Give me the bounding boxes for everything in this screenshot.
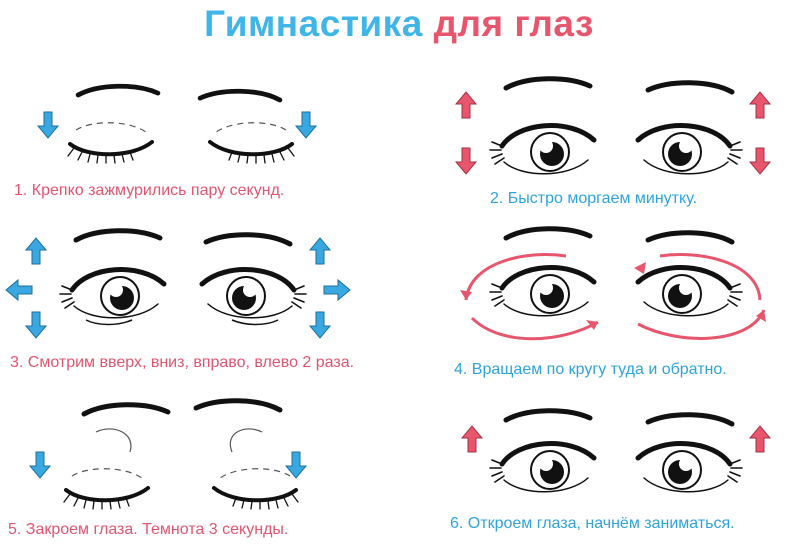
arrow-up-icon: [461, 425, 483, 453]
arrow-up-icon: [309, 237, 331, 265]
title-part-1: Гимнастика: [204, 3, 423, 44]
arrow-up-icon: [749, 91, 771, 119]
arrow-down-icon: [749, 147, 771, 175]
exercise-4-illustration: [460, 229, 766, 341]
arrow-up-icon: [25, 237, 47, 265]
exercise-6-caption: 6. Откроем глаза, начнём заниматься.: [450, 515, 735, 532]
arrow-down-icon: [29, 451, 51, 479]
arrow-down-icon: [285, 451, 307, 479]
circular-arrow-icon: [637, 309, 766, 340]
arrow-down-icon: [295, 111, 317, 139]
arrow-down-icon: [455, 147, 477, 175]
exercise-1-caption: 1. Крепко зажмурились пару секунд.: [14, 182, 285, 199]
exercise-2-illustration: [455, 79, 771, 175]
exercise-1-illustration: [37, 86, 317, 165]
title-part-2: для глаз: [433, 3, 594, 44]
arrow-up-icon: [749, 425, 771, 453]
page-title: Гимнастика для глаз: [0, 2, 798, 46]
arrow-left-icon: [5, 279, 33, 301]
arrow-up-icon: [455, 91, 477, 119]
circular-arrow-icon: [659, 253, 762, 301]
circular-arrow-icon: [464, 253, 567, 301]
exercise-5-illustration: [29, 401, 307, 511]
exercise-4-caption: 4. Вращаем по кругу туда и обратно.: [454, 361, 727, 378]
exercise-6-illustration: [461, 411, 771, 492]
arrow-down-icon: [309, 311, 331, 339]
exercise-2-caption: 2. Быстро моргаем минутку.: [490, 190, 698, 207]
arrow-down-icon: [37, 111, 59, 139]
arrow-down-icon: [25, 311, 47, 339]
circular-arrow-icon: [470, 316, 599, 341]
arrow-right-icon: [323, 279, 351, 301]
exercise-5-caption: 5. Закроем глаза. Темнота 3 секунды.: [8, 521, 289, 538]
exercise-3-illustration: [5, 231, 351, 339]
exercise-3-caption: 3. Смотрим вверх, вниз, вправо, влево 2 …: [10, 354, 355, 371]
